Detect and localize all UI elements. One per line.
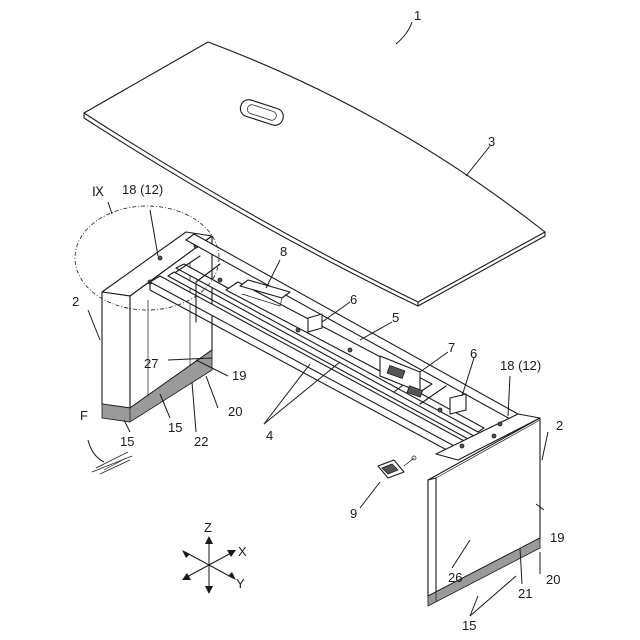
label-20-right: 20 [546,572,560,587]
label-1: 1 [414,8,421,23]
label-F: F [80,408,88,423]
label-26: 26 [448,570,462,585]
axis-label-y: Y [236,576,245,591]
left-leg-panel [102,232,212,422]
label-7: 7 [448,340,455,355]
label-6-lower: 6 [470,346,477,361]
label-18-left: 18 (12) [122,182,163,197]
hand-controller [378,456,416,478]
label-18-right: 18 (12) [500,358,541,373]
label-20-left: 20 [228,404,242,419]
label-21: 21 [518,586,532,601]
label-6-upper: 6 [350,292,357,307]
label-4: 4 [266,428,273,443]
label-8: 8 [280,244,287,259]
label-IX: Ⅸ [92,184,104,199]
label-22: 22 [194,434,208,449]
label-15-left-b: 15 [168,420,182,435]
label-19-right: 19 [550,530,564,545]
label-5: 5 [392,310,399,325]
axis-label-z: Z [204,520,212,535]
label-27: 27 [144,356,158,371]
label-19-left: 19 [232,368,246,383]
label-3: 3 [488,134,495,149]
axis-label-x: X [238,544,247,559]
label-15-left-a: 15 [120,434,134,449]
label-15-right: 15 [462,618,476,633]
coordinate-axes [182,536,236,594]
label-2-right: 2 [556,418,563,433]
label-9: 9 [350,506,357,521]
label-2-left: 2 [72,294,79,309]
